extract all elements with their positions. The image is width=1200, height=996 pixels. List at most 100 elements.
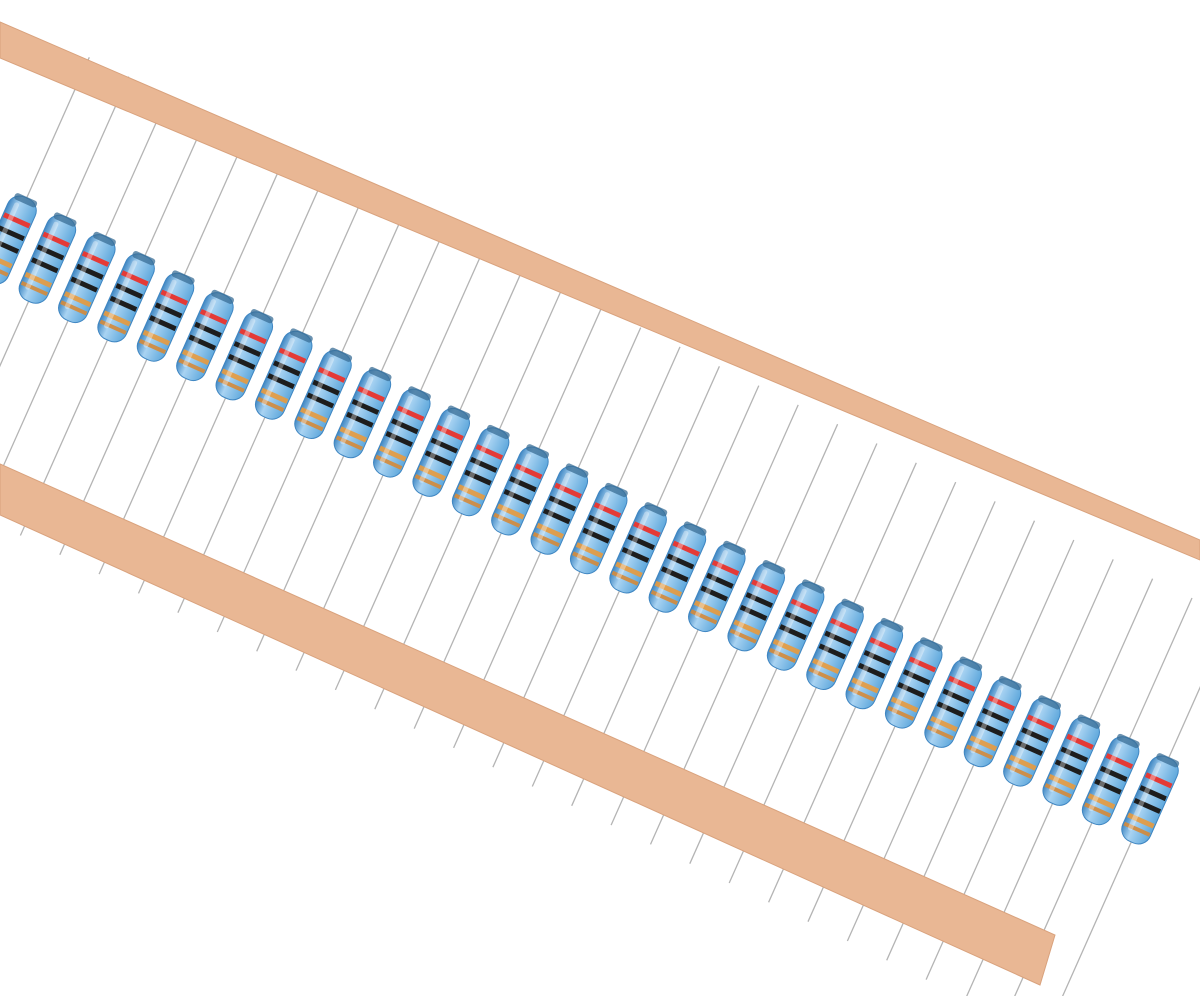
color-band: [790, 598, 819, 615]
color-band: [700, 585, 728, 602]
color-band: [70, 276, 98, 293]
resistor-end-cap: [604, 482, 628, 498]
color-band: [969, 735, 998, 752]
color-band: [1099, 765, 1128, 782]
resistor-highlight: [734, 569, 768, 638]
resistor: [97, 251, 156, 343]
color-band: [42, 231, 70, 248]
color-band: [824, 630, 852, 647]
color-band: [317, 366, 346, 383]
color-band: [30, 257, 59, 274]
color-band: [672, 540, 700, 557]
resistor-highlight: [222, 318, 256, 387]
color-band: [149, 315, 177, 332]
resistor-end-cap: [1038, 695, 1062, 710]
color-band: [808, 667, 836, 683]
color-band: [272, 360, 301, 377]
color-band: [509, 476, 537, 493]
color-band: [902, 669, 931, 686]
resistor-end-cap: [841, 598, 865, 613]
resistor: [1081, 733, 1140, 826]
color-band: [729, 628, 757, 644]
color-band: [138, 338, 167, 354]
resistor-end-cap: [14, 193, 38, 208]
color-band: [24, 271, 53, 288]
color-band: [890, 696, 919, 713]
resistor-highlight: [537, 472, 571, 541]
color-band: [63, 291, 92, 308]
color-band: [430, 437, 459, 454]
color-band: [621, 546, 650, 563]
color-band: [233, 341, 262, 358]
color-band: [260, 387, 289, 404]
color-band: [633, 521, 661, 538]
color-band: [1060, 746, 1089, 763]
color-band: [0, 225, 25, 242]
color-band: [221, 368, 249, 385]
resistor-end-cap: [762, 560, 786, 575]
color-band: [706, 572, 734, 589]
color-band: [863, 649, 892, 666]
color-band: [1105, 753, 1134, 770]
resistor: [609, 502, 668, 594]
resistor-highlight: [261, 337, 295, 406]
color-band: [1005, 763, 1033, 779]
resistor-highlight: [891, 646, 925, 715]
color-band: [981, 707, 1010, 724]
resistor: [491, 444, 550, 536]
resistor-end-cap: [93, 231, 116, 246]
resistor: [924, 656, 983, 748]
color-band: [1139, 785, 1167, 802]
color-band: [654, 580, 683, 597]
resistor-highlight: [0, 202, 20, 271]
color-band: [160, 289, 189, 306]
color-band: [942, 688, 970, 705]
color-band: [199, 308, 228, 325]
resistor: [766, 579, 825, 671]
color-band: [847, 686, 875, 702]
resistor-highlight: [497, 453, 531, 522]
resistor-end-cap: [723, 540, 746, 555]
color-band: [239, 328, 267, 345]
color-band: [660, 566, 689, 583]
color-band: [751, 579, 779, 596]
resistor-end-cap: [565, 463, 589, 478]
color-band: [312, 379, 340, 396]
color-band: [536, 522, 564, 539]
color-band: [493, 512, 521, 528]
resistor-end-cap: [211, 289, 235, 304]
color-band: [345, 411, 374, 428]
color-band: [142, 329, 171, 346]
resistor-end-cap: [329, 347, 353, 362]
color-band: [375, 454, 403, 470]
color-band: [650, 590, 678, 606]
color-band: [887, 705, 915, 721]
color-band: [121, 270, 149, 287]
color-band: [278, 347, 307, 364]
color-band: [784, 611, 813, 628]
color-band: [772, 638, 801, 655]
resistor-highlight: [182, 299, 216, 368]
color-band: [257, 396, 285, 412]
color-band: [818, 643, 847, 660]
resistor-highlight: [379, 395, 413, 464]
resistor: [136, 270, 195, 362]
color-band: [542, 508, 571, 525]
resistor-highlight: [419, 414, 453, 483]
resistor-highlight: [1088, 743, 1122, 812]
color-band: [296, 416, 324, 432]
color-band: [779, 624, 807, 641]
color-band: [0, 237, 20, 254]
color-band: [908, 656, 937, 673]
resistor: [648, 521, 707, 613]
resistor-highlight: [1049, 723, 1083, 792]
color-band: [1066, 733, 1094, 750]
color-band: [81, 250, 110, 267]
color-band: [739, 604, 768, 621]
resistor-end-cap: [959, 656, 983, 671]
resistor-highlight: [931, 665, 965, 734]
color-band: [109, 295, 138, 312]
resistor: [569, 482, 628, 575]
color-band: [593, 502, 622, 519]
resistor-row: [0, 193, 1180, 845]
